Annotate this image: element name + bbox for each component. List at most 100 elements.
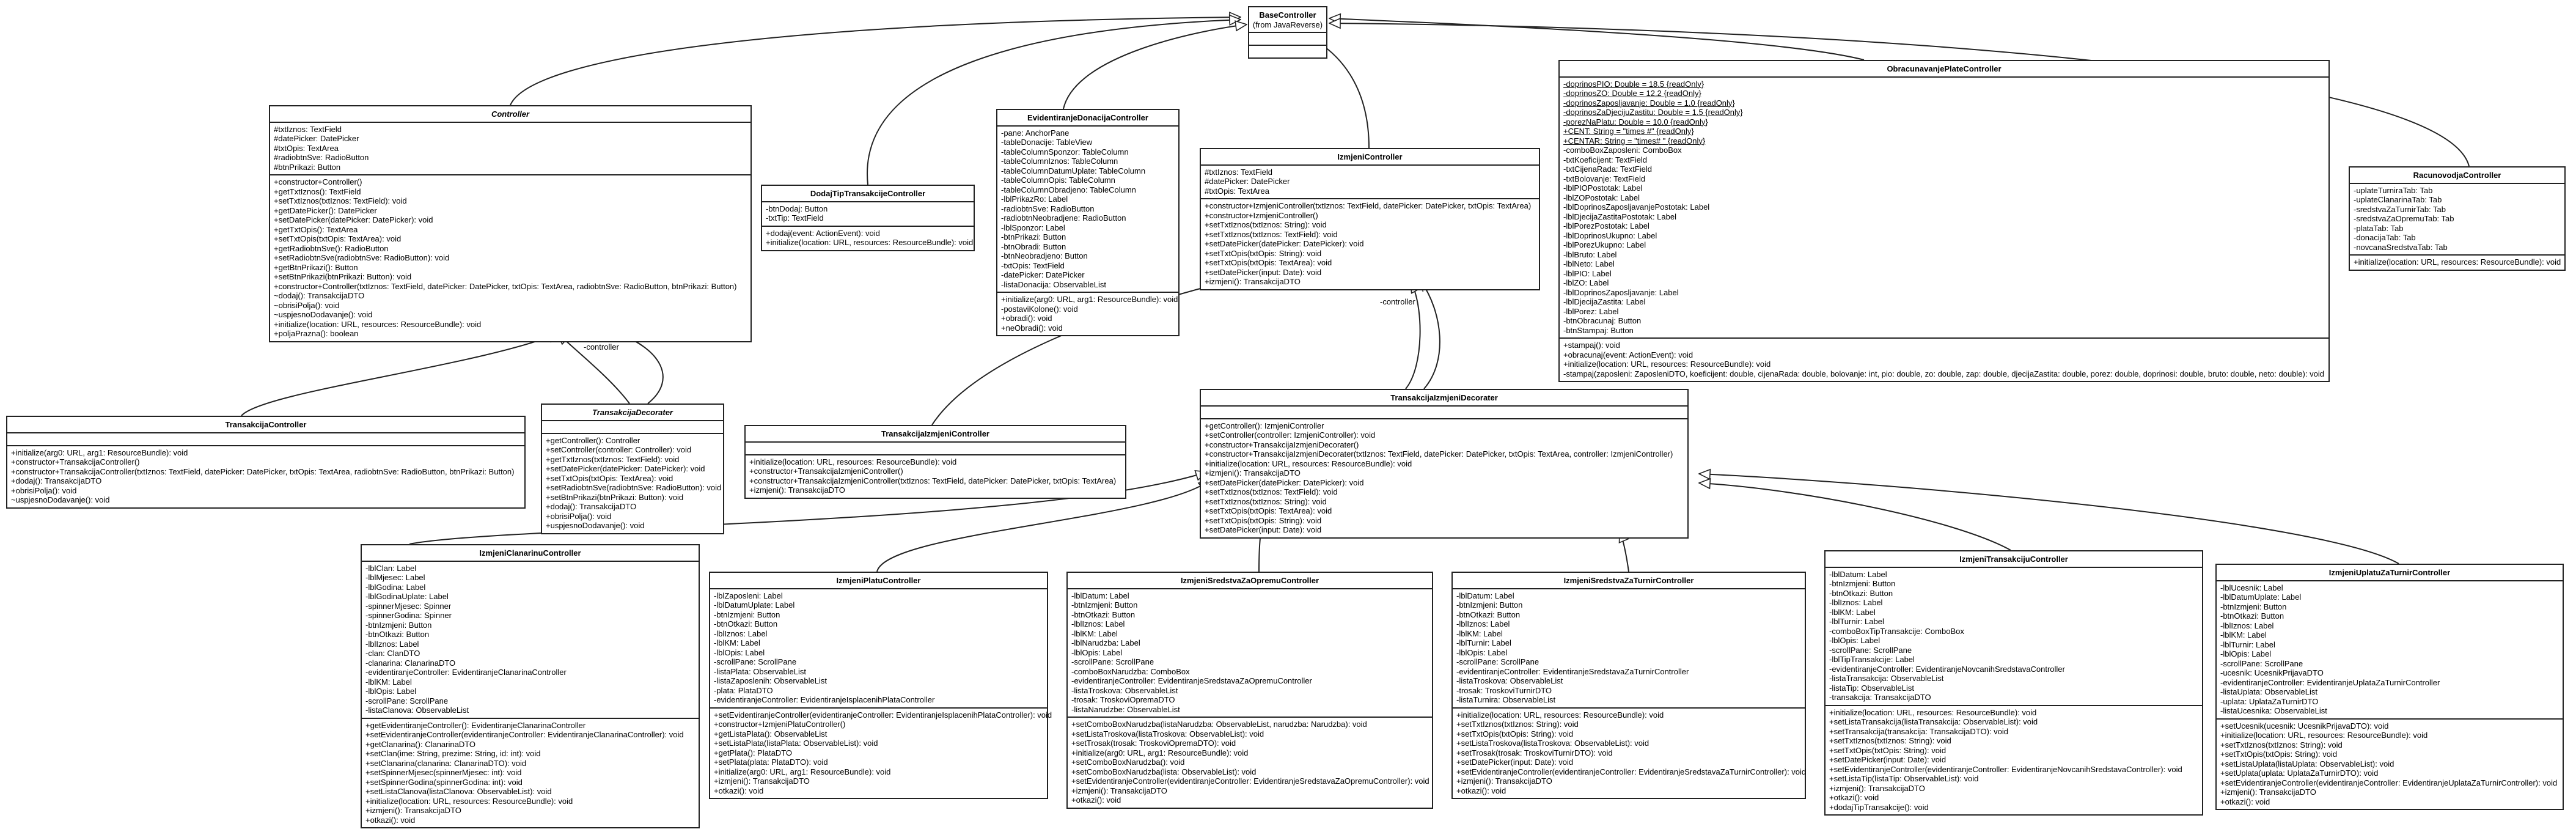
attribute: -btnIzmjeni: Button: [2220, 602, 2287, 611]
static-attribute: -doprinosZaposljavanje: Double = 1.0 {re…: [1563, 98, 1735, 108]
attributes-compartment: -pane: AnchorPane-tableDonacije: TableVi…: [997, 127, 1178, 292]
operation: +otkazi(): void: [714, 786, 764, 795]
attribute: -lblDoprinosZaposljavanjePostotak: Label: [1563, 202, 1710, 212]
attribute: -lblDatumUplate: Label: [714, 600, 795, 610]
attribute: -scrollPane: ScrollPane: [1829, 645, 1912, 655]
class-izmjeni-clanarinu-controller[interactable]: IzmjeniClanarinuController-lblClan: Labe…: [361, 544, 700, 828]
attributes-compartment: [542, 421, 723, 433]
operation: +setListaTip(listaTip: ObservableList): …: [1829, 774, 1979, 783]
attribute: -btnDodaj: Button: [766, 204, 828, 213]
operations-compartment: +constructor+Controller()+getTxtIznos():…: [270, 174, 750, 341]
operation: +setEvidentiranjeController(evidentiranj…: [1071, 776, 1429, 786]
operation: +initialize(arg0: URL, arg1: ResourceBun…: [11, 448, 188, 457]
operation: +setTxtOpis(txtOpis: String): void: [1456, 729, 1574, 739]
class-name-text: BaseController: [1259, 10, 1316, 20]
operation: +initialize(location: URL, resources: Re…: [274, 319, 482, 329]
class-izmjeni-uplatu-za-turnir-controller[interactable]: IzmjeniUplatuZaTurnirController-lblUcesn…: [2215, 564, 2564, 810]
operation: +setTxtOpis(txtOpis: TextArea): void: [1205, 258, 1332, 267]
class-izmjeni-sredstva-za-opremu-controller[interactable]: IzmjeniSredstvaZaOpremuController-lblDat…: [1066, 572, 1433, 809]
attribute: -comboBoxNarudzba: ComboBox: [1071, 666, 1190, 676]
operation: +setBtnPrikazi(btnPrikazi: Button): void: [546, 492, 684, 502]
class-transakcija-izmjeni-controller[interactable]: TransakcijaIzmjeniController+initialize(…: [744, 425, 1126, 499]
operation: +initialize(location: URL, resources: Re…: [1563, 359, 1771, 369]
attribute: -spinnerGodina: Spinner: [365, 611, 452, 620]
attribute: -lblClan: Label: [365, 563, 417, 573]
operation: +stampaj(): void: [1563, 341, 1620, 350]
class-base-controller[interactable]: BaseController(from JavaReverse): [1248, 6, 1327, 59]
operation: +getTxtOpis(): TextArea: [274, 224, 358, 234]
operation: +setTrosak(trosak: TroskoviOpremaDTO): v…: [1071, 739, 1236, 748]
operation: +getClanarina(): ClanarinaDTO: [365, 739, 476, 749]
operation: +neObradi(): void: [1001, 323, 1063, 333]
class-transakcija-controller[interactable]: TransakcijaController+initialize(arg0: U…: [6, 416, 526, 509]
operation: +setListaUplata(listaUplata: ObservableL…: [2220, 759, 2394, 768]
class-dodaj-tip-transakcije-controller[interactable]: DodajTipTransakcijeController -btnDodaj: …: [761, 185, 975, 251]
attribute: -lblIznos: Label: [365, 639, 419, 649]
attribute: -btnOtkazi: Button: [365, 630, 430, 639]
operation: +izmjeni(): TransakcijaDTO: [1829, 783, 1925, 793]
attribute: -lblOpis: Label: [1829, 636, 1881, 645]
operation: +setComboBoxNarudzba(lista: ObservableLi…: [1071, 767, 1257, 776]
attribute: -plata: PlataDTO: [714, 685, 773, 695]
edge-transakcija-dec: [1699, 483, 2011, 551]
operation: +constructor+Controller(txtIznos: TextFi…: [274, 281, 737, 291]
attribute: -txtCijenaRada: TextField: [1563, 164, 1652, 174]
class-controller[interactable]: Controller#txtIznos: TextField#datePicke…: [269, 105, 752, 342]
class-izmjeni-transakciju-controller[interactable]: IzmjeniTransakcijuController-lblDatum: L…: [1824, 550, 2203, 816]
operation: +initialize(arg0: URL, arg1: ResourceBun…: [1071, 748, 1249, 757]
attribute: -lblKM: Label: [2220, 630, 2267, 639]
operation: +setUcesnik(ucesnik: UcesnikPrijavaDTO):…: [2220, 721, 2389, 731]
class-evidentiranje-donacija-controller[interactable]: EvidentiranjeDonacijaController-pane: An…: [996, 109, 1180, 336]
operation: +otkazi(): void: [1071, 795, 1121, 805]
attribute: -lblDatum: Label: [1456, 591, 1514, 600]
edge-label-controller-a: -controller: [584, 342, 619, 352]
edge-controller-base: [510, 17, 1241, 106]
class-name: DodajTipTransakcijeController: [762, 186, 974, 202]
class-izmjeni-platu-controller[interactable]: IzmjeniPlatuController-lblZaposleni: Lab…: [709, 572, 1052, 799]
attribute: #datePicker: DatePicker: [274, 134, 359, 143]
operation: +setEvidentiranjeController(evidentiranj…: [2220, 778, 2558, 787]
class-racunovodja-controller[interactable]: RacunovodjaController-uplateTurniraTab: …: [2349, 166, 2566, 271]
attribute: -listaNarudzbe: ObservableList: [1071, 704, 1180, 714]
class-name-text: TransakcijaIzmjeniDecorater: [1390, 393, 1498, 402]
operation: -postaviKolone(): void: [1001, 304, 1078, 314]
operation: +getRadiobtnSve(): RadioButton: [274, 243, 389, 253]
attribute: -lblKM: Label: [365, 677, 412, 687]
class-name: IzmjeniController: [1201, 149, 1539, 166]
attribute: #txtOpis: TextArea: [1205, 186, 1269, 196]
operation: +setTxtIznos(txtIznos: String): void: [1829, 736, 1951, 745]
attribute: -listaClanova: ObservableList: [365, 706, 469, 715]
edge-transakcija-controller: [241, 333, 559, 416]
class-transakcija-decorater[interactable]: TransakcijaDecorater+getController(): Co…: [541, 403, 724, 534]
operation: +constructor+TransakcijaIzmjeniDecorater…: [1205, 449, 1673, 459]
attribute: -btnNeobradjeno: Button: [1001, 251, 1088, 260]
attribute: -btnStampaj: Button: [1563, 325, 1634, 335]
class-name: TransakcijaDecorater: [542, 405, 723, 421]
operation: +setRadiobtnSve(radiobtnSve: RadioButton…: [546, 483, 722, 492]
attribute: -txtBolovanje: TextField: [1563, 174, 1646, 183]
class-izmjeni-sredstva-za-turnir-controller[interactable]: IzmjeniSredstvaZaTurnirController-lblDat…: [1451, 572, 1806, 799]
class-izmjeni-controller[interactable]: IzmjeniController#txtIznos: TextField#da…: [1200, 148, 1540, 290]
class-name: BaseController(from JavaReverse): [1249, 7, 1326, 33]
operation: +setClanarina(clanarina: ClanarinaDTO): …: [365, 758, 527, 768]
operation: +izmjeni(): TransakcijaDTO: [365, 806, 461, 815]
attribute: -lblPrikazRo: Label: [1001, 194, 1068, 204]
class-name-text: RacunovodjaController: [2413, 171, 2501, 180]
attribute: -scrollPane: ScrollPane: [1071, 657, 1154, 666]
class-obracunavanje-plate-controller[interactable]: ObracunavanjePlateController-doprinosPIO…: [1558, 60, 2330, 382]
operation: +setTxtIznos(txtIznos: String): void: [2220, 740, 2343, 750]
operation: +constructor+TransakcijaController(): [11, 457, 140, 466]
operation: +setTrosak(trosak: TroskoviTurnirDTO): v…: [1456, 748, 1613, 757]
attribute: -lblKM: Label: [1071, 628, 1118, 638]
operation: +setComboBoxNarudzba(): void: [1071, 757, 1185, 767]
attributes-compartment: -doprinosPIO: Double = 18.5 {readOnly}-d…: [1560, 78, 2328, 338]
attribute: -sredstvaZaOpremuTab: Tab: [2354, 214, 2454, 223]
attribute: -plataTab: Tab: [2354, 223, 2404, 233]
class-name-text: IzmjeniTransakcijuController: [1959, 554, 2068, 564]
attribute: -listaZaposlenih: ObservableList: [714, 676, 827, 685]
attributes-compartment: [1249, 33, 1326, 45]
attribute: -uplata: UplataZaTurnirDTO: [2220, 696, 2319, 706]
operations-compartment: +constructor+IzmjeniController(txtIznos:…: [1201, 198, 1539, 289]
attribute: -spinnerMjesec: Spinner: [365, 601, 452, 611]
class-transakcija-izmjeni-decorater[interactable]: TransakcijaIzmjeniDecorater+getControlle…: [1200, 389, 1689, 539]
